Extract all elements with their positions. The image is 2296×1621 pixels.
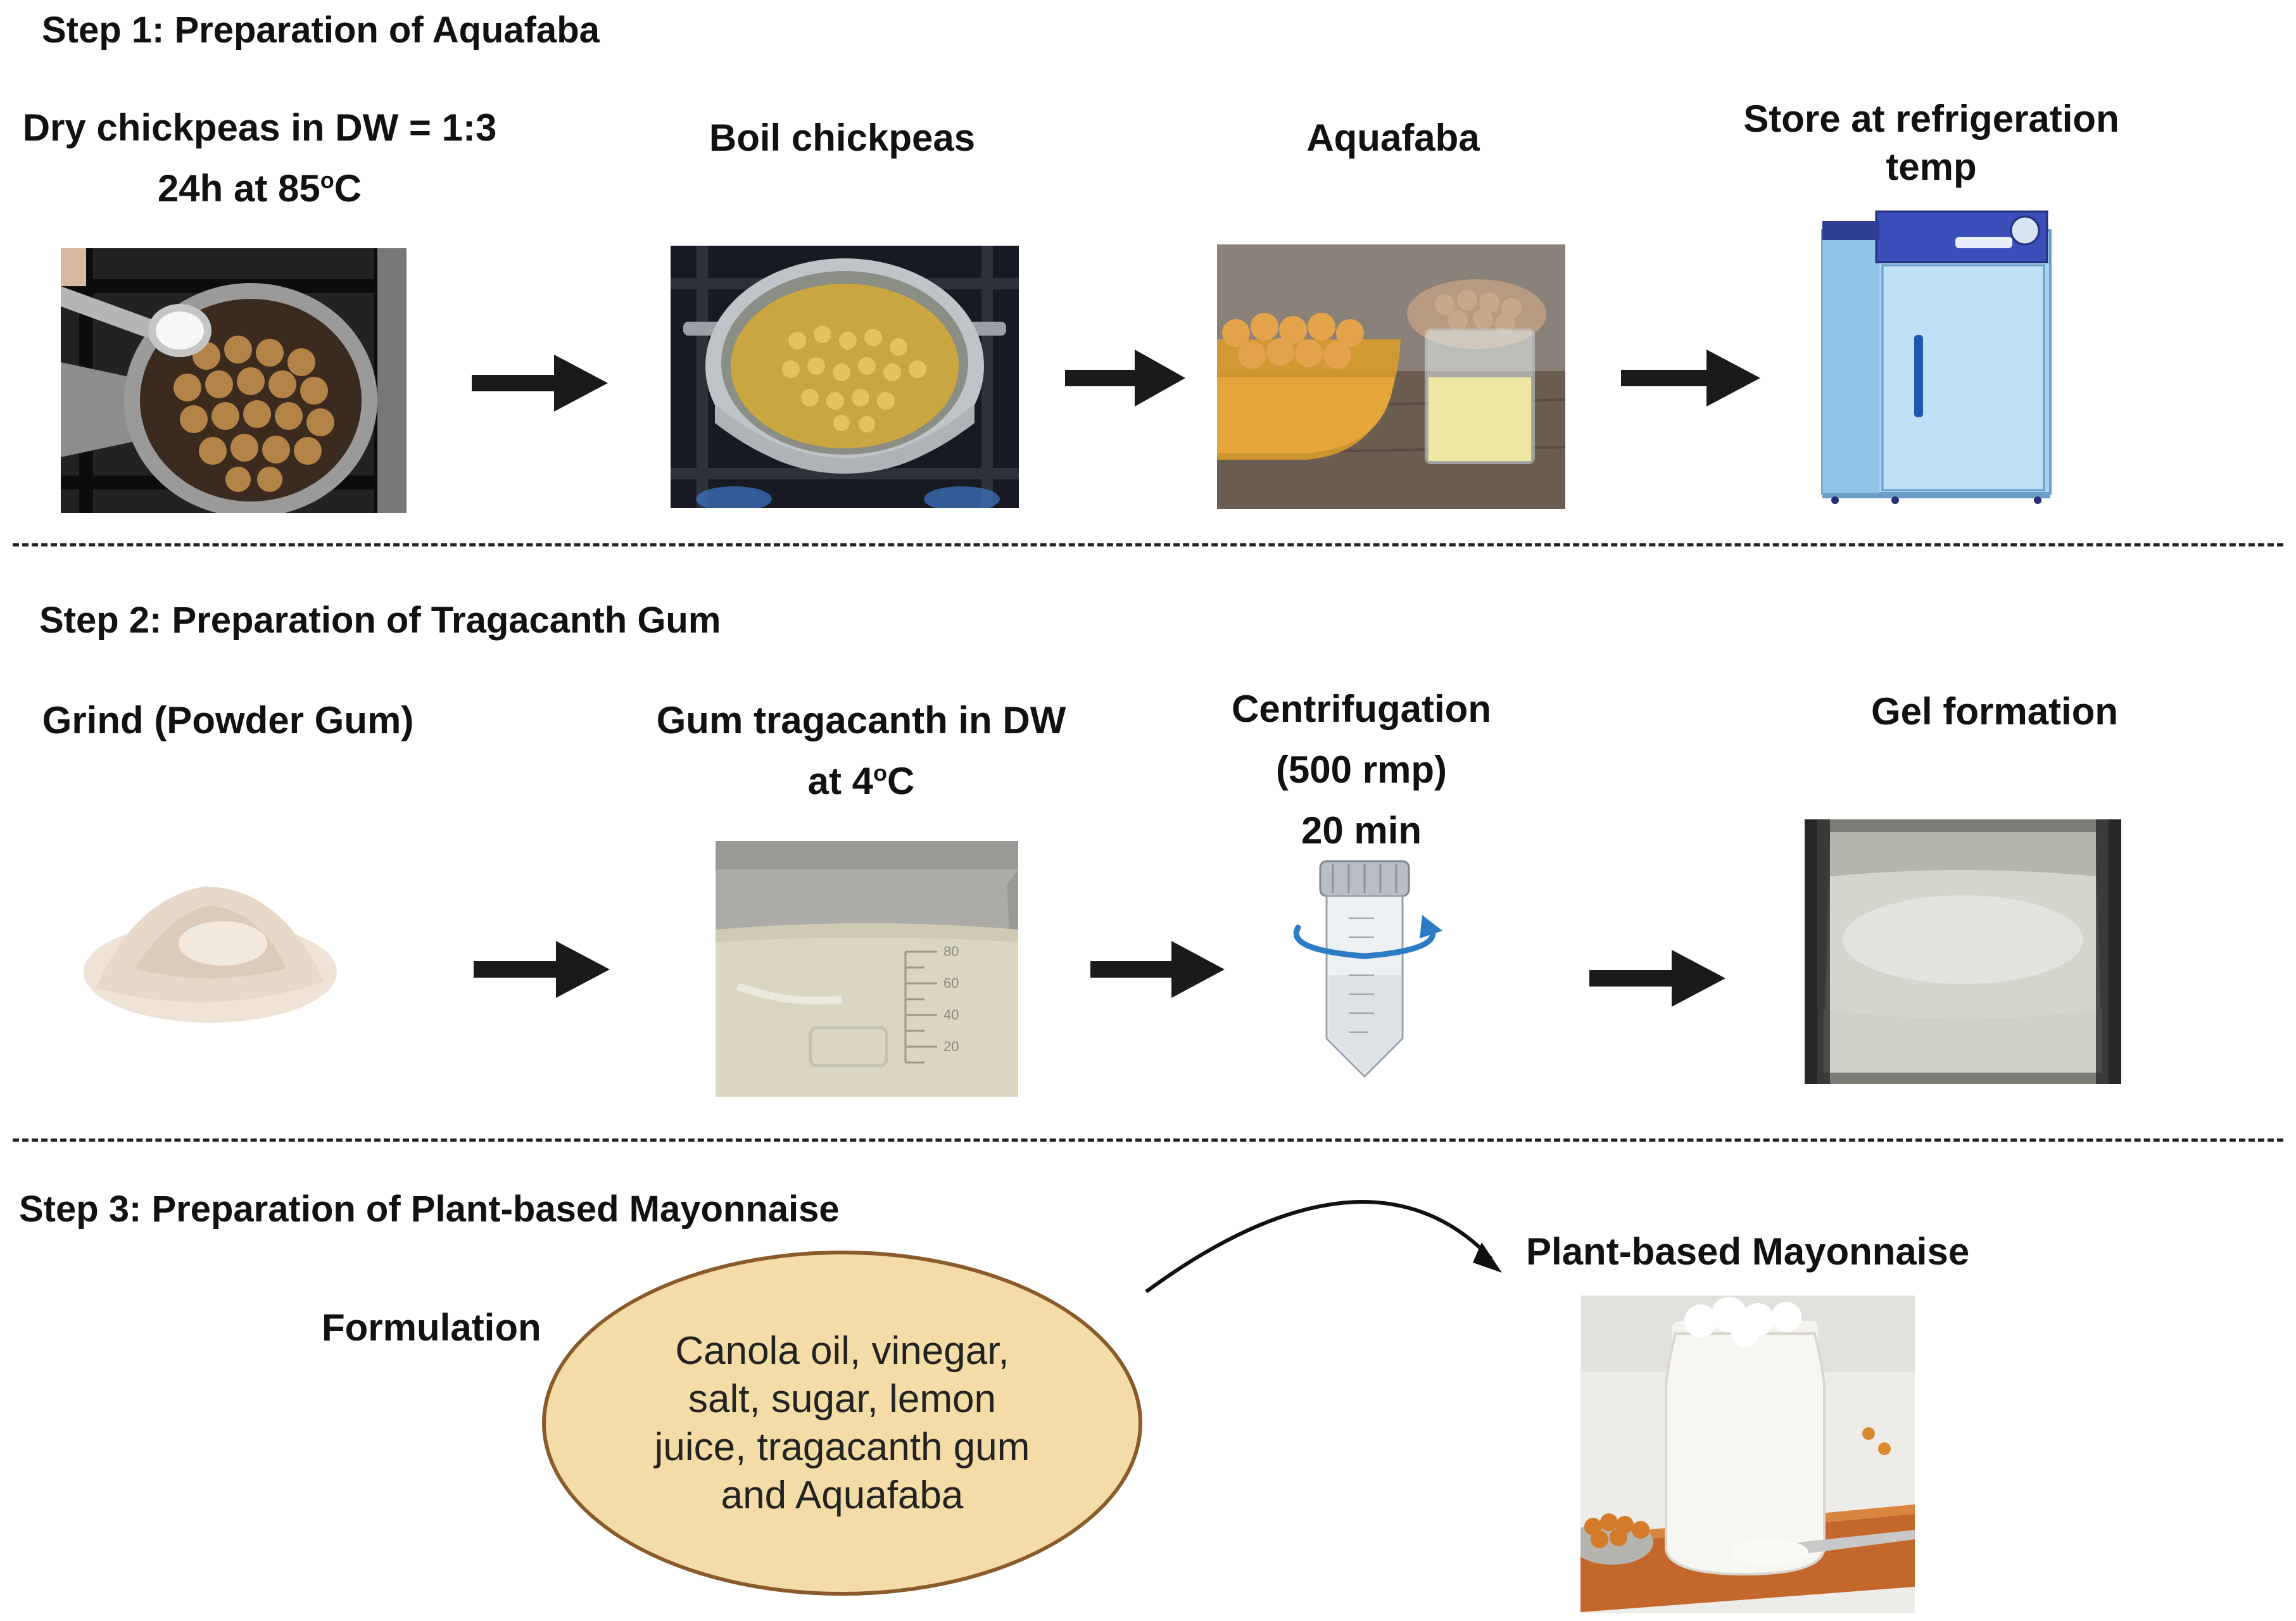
stage-store-label: Store at refrigeration temp bbox=[1678, 95, 2185, 191]
powder-gum-image bbox=[77, 861, 343, 1032]
formulation-label: Formulation bbox=[322, 1306, 541, 1349]
arrow-2-3 bbox=[1589, 950, 1725, 1007]
stage-centrifugation-label: Centrifugation (500 rmp) 20 min bbox=[1140, 679, 1583, 861]
mayonnaise-jar-photo bbox=[1580, 1296, 1915, 1613]
mayonnaise-label: Plant-based Mayonnaise bbox=[1526, 1230, 1970, 1273]
stage-label-line1: Store at refrigeration bbox=[1743, 98, 2119, 140]
stage-label-line3: 20 min bbox=[1301, 809, 1422, 852]
formulation-ingredients: Canola oil, vinegar, salt, sugar, lemon … bbox=[654, 1328, 1030, 1517]
stage-label-line1: Dry chickpeas in DW = 1:3 bbox=[22, 106, 497, 149]
stage-aquafaba-label: Aquafaba bbox=[1171, 108, 1615, 168]
beaker-tick-label: 20 bbox=[943, 1038, 959, 1054]
step2-heading: Step 2: Preparation of Tragacanth Gum bbox=[39, 600, 721, 641]
stage-label-line1: Centrifugation bbox=[1232, 688, 1491, 730]
step3-heading: Step 3: Preparation of Plant-based Mayon… bbox=[19, 1189, 840, 1230]
beaker-tick-label: 80 bbox=[943, 943, 959, 959]
stage-label-line1: Grind (Powder Gum) bbox=[42, 699, 414, 741]
stage-label-line1: Gum tragacanth in DW bbox=[656, 699, 1066, 741]
beaker-tick-label: 60 bbox=[943, 975, 959, 991]
stage-boil-label: Boil chickpeas bbox=[621, 108, 1064, 168]
boiling-chickpeas-photo bbox=[671, 246, 1019, 508]
gel-formation-photo bbox=[1805, 819, 2121, 1084]
stage-label-line1: Boil chickpeas bbox=[709, 117, 976, 159]
stage-gel-label: Gel formation bbox=[1773, 681, 2216, 742]
refrigerator-icon bbox=[1816, 205, 2057, 504]
step1-heading: Step 1: Preparation of Aquafaba bbox=[42, 9, 600, 51]
arrow-2-1 bbox=[474, 941, 610, 998]
stage-label-line1: Aquafaba bbox=[1306, 117, 1480, 159]
arrow-1-1 bbox=[472, 355, 608, 412]
stage-label-line1: Gel formation bbox=[1870, 690, 2119, 733]
arrow-2-2 bbox=[1090, 941, 1225, 998]
stage-label-line2: at 4oC bbox=[807, 760, 915, 802]
stage-label-line2: 24h at 85oC bbox=[157, 167, 362, 210]
stage-label-line2: (500 rmp) bbox=[1275, 748, 1448, 791]
formulation-ellipse: Canola oil, vinegar, salt, sugar, lemon … bbox=[542, 1251, 1142, 1596]
divider-1 bbox=[13, 543, 2283, 546]
stage-label-line2: temp bbox=[1886, 146, 1977, 188]
curved-arrow bbox=[1145, 1199, 1502, 1294]
stage-gum-dw-label: Gum tragacanth in DW at 4oC bbox=[608, 690, 1114, 812]
chickpeas-soaking-photo bbox=[61, 248, 407, 513]
stage-dry-chickpeas-label: Dry chickpeas in DW = 1:3 24h at 85oC bbox=[0, 98, 519, 219]
arrow-1-3 bbox=[1621, 350, 1760, 407]
gum-beaker-photo: 80 60 40 20 bbox=[716, 841, 1018, 1097]
centrifuge-tube-icon bbox=[1273, 855, 1456, 1083]
divider-2 bbox=[13, 1138, 2283, 1142]
arrow-1-2 bbox=[1065, 350, 1185, 407]
stage-grind-label: Grind (Powder Gum) bbox=[0, 690, 456, 751]
aquafaba-photo bbox=[1217, 244, 1565, 509]
beaker-tick-label: 40 bbox=[943, 1007, 959, 1023]
